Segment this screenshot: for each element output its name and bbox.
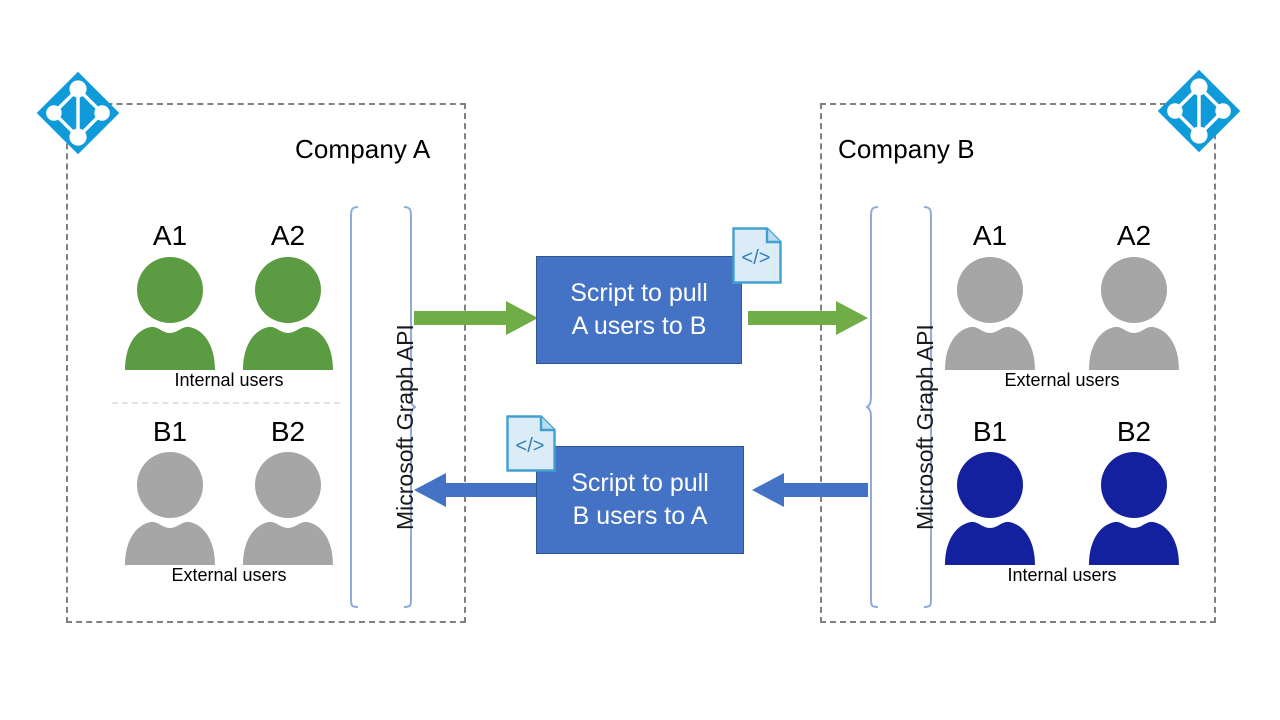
- person-label: B2: [270, 416, 306, 447]
- person-label: A1: [152, 220, 188, 251]
- company-a-person-a1-avatar: [124, 255, 216, 370]
- company-b-person-a1-avatar: [944, 255, 1036, 370]
- company-b-person-b1-avatar: [944, 450, 1036, 565]
- script-a-to-b-box[interactable]: Script to pull A users to B: [536, 256, 742, 364]
- arrow-a-to-script: [414, 300, 538, 336]
- company-b-person-a2-label-wrap: A2: [1088, 222, 1180, 250]
- company-b-graph-api-brace: [865, 203, 936, 611]
- company-a-external-users-caption: External users: [171, 565, 287, 585]
- code-icon-glyph: </>: [742, 247, 771, 269]
- script-b-to-a-line1: Script to pull: [571, 469, 709, 497]
- script-a-to-b-line2: A users to B: [571, 312, 707, 340]
- person-label: B1: [972, 416, 1008, 447]
- code-file-icon: </>: [732, 227, 782, 284]
- arrow-script-to-b: [748, 300, 868, 336]
- person-label: B2: [1116, 416, 1152, 447]
- company-a-boundary: [66, 103, 466, 623]
- company-a-person-a2-avatar: [242, 255, 334, 370]
- person-label: A2: [270, 220, 306, 251]
- company-b-person-b1-label-wrap: B1: [944, 418, 1036, 446]
- person-label: A2: [1116, 220, 1152, 251]
- azure-active-directory-icon: [1156, 68, 1242, 154]
- company-b-person-b2-label-wrap: B2: [1088, 418, 1180, 446]
- company-a-person-b1-label-wrap: B1: [124, 418, 216, 446]
- code-icon-glyph: </>: [516, 435, 545, 457]
- company-b-label: Company B: [838, 134, 975, 164]
- company-b-person-b2-avatar: [1088, 450, 1180, 565]
- company-a-label: Company A: [295, 134, 431, 164]
- company-b-external-users-caption: External users: [1004, 370, 1120, 390]
- arrow-b-to-script: [752, 472, 868, 508]
- company-b-boundary: [820, 103, 1216, 623]
- code-file-icon: </>: [506, 415, 556, 472]
- company-b-internal-users-caption: Internal users: [1007, 565, 1117, 585]
- script-a-to-b-line1: Script to pull: [570, 279, 708, 307]
- company-a-group-divider: [112, 402, 340, 404]
- company-a-person-b1-avatar: [124, 450, 216, 565]
- company-a-graph-api-brace: [346, 203, 417, 611]
- company-a-person-b2-avatar: [242, 450, 334, 565]
- person-label: A1: [972, 220, 1008, 251]
- company-a-person-b2-label-wrap: B2: [242, 418, 334, 446]
- arrow-script-to-a: [414, 472, 538, 508]
- script-b-to-a-line2: B users to A: [572, 502, 708, 530]
- company-b-person-a1-label-wrap: A1: [944, 222, 1036, 250]
- script-b-to-a-box[interactable]: Script to pull B users to A: [536, 446, 744, 554]
- company-a-person-a2-label-wrap: A2: [242, 222, 334, 250]
- azure-active-directory-icon: [35, 70, 121, 156]
- person-label: B1: [152, 416, 188, 447]
- company-a-person-a1-label-wrap: A1: [124, 222, 216, 250]
- company-b-person-a2-avatar: [1088, 255, 1180, 370]
- company-a-internal-users-caption: Internal users: [174, 370, 284, 390]
- company-b-graph-api-label: Microsoft Graph API: [912, 324, 938, 530]
